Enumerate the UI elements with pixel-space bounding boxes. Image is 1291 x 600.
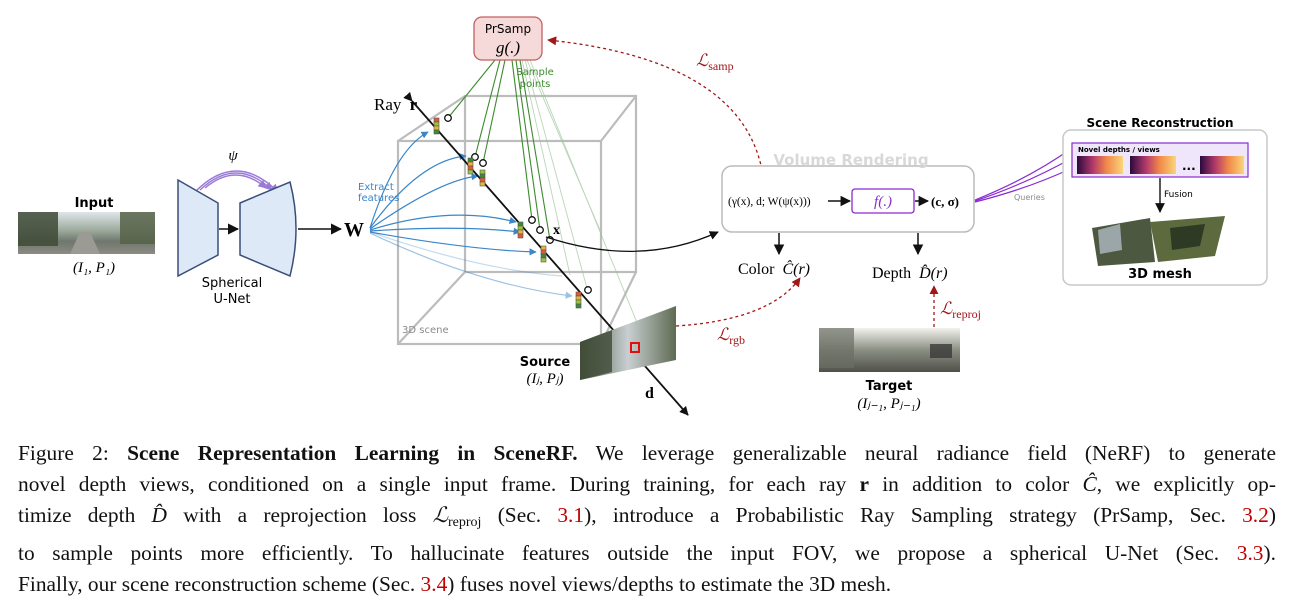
target-title: Target bbox=[866, 379, 913, 394]
loss-samp-arrow bbox=[547, 36, 763, 171]
method-diagram: Input (I₁, P₁) ψ Spherical U-Net W 3D sc… bbox=[18, 16, 1268, 416]
feature-bars bbox=[433, 117, 582, 309]
target-image bbox=[819, 328, 960, 372]
loss-rgb-label: ℒrgb bbox=[717, 325, 745, 347]
vr-f-box bbox=[851, 188, 915, 214]
queries-label: Queries bbox=[1014, 193, 1045, 202]
3d-mesh-image bbox=[1092, 216, 1225, 266]
prsamp-box bbox=[473, 16, 543, 61]
input-image bbox=[18, 212, 155, 254]
volume-rendering-title: Volume Rendering bbox=[773, 151, 928, 169]
target-pose: (Iⱼ₋₁, Pⱼ₋₁) bbox=[857, 396, 920, 412]
caption-prefix: Figure 2: bbox=[18, 441, 128, 465]
caption-text-3h: ), introduce a Probabilistic Ray Samplin… bbox=[584, 503, 1243, 527]
source-image bbox=[580, 306, 676, 380]
psi-symbol: ψ bbox=[228, 148, 238, 164]
caption-text-3f: (Sec. bbox=[481, 503, 558, 527]
caption-text-3c: with a reprojection loss bbox=[167, 503, 433, 527]
scene-reconstruction-title: Scene Reconstruction bbox=[1086, 116, 1233, 130]
caption-line-2: novel depth views, conditioned on a sing… bbox=[18, 469, 1276, 500]
figure-caption: Figure 2: Scene Representation Learning … bbox=[18, 438, 1276, 600]
mesh-label: 3D mesh bbox=[1128, 267, 1192, 282]
caption-text-2c: in addition to color bbox=[869, 472, 1083, 496]
caption-text-1: We leverage generalizable neural radianc… bbox=[577, 441, 1276, 465]
caption-bold-title: Scene Representation Learning in SceneRF… bbox=[127, 441, 578, 465]
caption-text-2e: , we explicitly op- bbox=[1096, 472, 1276, 496]
caption-line-4: to sample points more efficiently. To ha… bbox=[18, 538, 1276, 569]
point-to-render-arrow bbox=[545, 231, 719, 252]
caption-ref-3-3[interactable]: 3.3 bbox=[1236, 541, 1264, 565]
caption-ref-3-2[interactable]: 3.2 bbox=[1242, 503, 1269, 527]
input-title: Input bbox=[75, 196, 114, 211]
fusion-label: Fusion bbox=[1164, 190, 1193, 200]
point-x-label: x bbox=[553, 223, 560, 238]
caption-text-5a: Finally, our scene reconstruction scheme… bbox=[18, 572, 421, 596]
unet-label-line2: U-Net bbox=[213, 292, 250, 307]
psi-skip-arcs bbox=[194, 170, 279, 193]
vr-output: (c, σ) bbox=[931, 194, 959, 209]
caption-math-r: r bbox=[859, 472, 870, 496]
caption-text-5c: ) fuses novel views/depths to estimate t… bbox=[447, 572, 892, 596]
unet-encoder bbox=[177, 178, 219, 278]
unet-label-line1: Spherical bbox=[202, 276, 262, 291]
caption-text-4c: ). bbox=[1263, 541, 1276, 565]
prsamp-func: g(.) bbox=[496, 38, 520, 57]
source-title: Source bbox=[520, 355, 571, 370]
prsamp-title: PrSamp bbox=[485, 22, 531, 36]
loss-reproj-label: ℒreproj bbox=[940, 299, 981, 321]
color-output: Color Ĉ(r) bbox=[738, 259, 810, 278]
caption-ref-3-1[interactable]: 3.1 bbox=[557, 503, 585, 527]
source-pose: (Iⱼ, Pⱼ) bbox=[527, 371, 564, 387]
input-pose: (I₁, P₁) bbox=[73, 260, 115, 276]
vr-input-expr: (γ(x), d; W(ψ(x))) bbox=[728, 196, 811, 208]
caption-text-2a: novel depth views, conditioned on a sing… bbox=[18, 472, 860, 496]
extract-features-line1: Extract bbox=[358, 182, 394, 193]
depth-output: Depth D̂(r) bbox=[872, 263, 948, 282]
sample-points-line1: Sample bbox=[516, 67, 554, 78]
caption-line-5: Finally, our scene reconstruction scheme… bbox=[18, 569, 1276, 600]
caption-line-1: Figure 2: Scene Representation Learning … bbox=[18, 438, 1276, 469]
novel-ellipsis: ... bbox=[1182, 159, 1196, 173]
novel-views-label: Novel depths / views bbox=[1078, 146, 1160, 154]
caption-line-3: timize depth D̂ with a reprojection loss… bbox=[18, 500, 1276, 538]
vr-func: f(.) bbox=[874, 194, 892, 210]
novel-depth-maps bbox=[1077, 156, 1244, 174]
ray-direction-d: d bbox=[645, 385, 654, 402]
caption-text-3j: ) bbox=[1268, 503, 1276, 527]
unet-decoder bbox=[239, 180, 297, 278]
sample-points bbox=[444, 114, 592, 294]
caption-math-l: ℒ bbox=[432, 503, 448, 527]
feature-volume-w: W bbox=[344, 219, 364, 241]
caption-math-dhat: D̂ bbox=[151, 503, 167, 527]
caption-ref-3-4[interactable]: 3.4 bbox=[420, 572, 448, 596]
sample-point-lines-faded bbox=[521, 59, 641, 331]
caption-math-chat: Ĉ bbox=[1082, 472, 1097, 496]
caption-text-3a: timize depth bbox=[18, 503, 152, 527]
caption-text-4a: to sample points more efficiently. To ha… bbox=[18, 541, 1237, 565]
loss-rgb-arrow bbox=[675, 277, 801, 327]
caption-math-reproj: reproj bbox=[447, 515, 482, 530]
extract-features-line2: features bbox=[358, 193, 399, 204]
loss-samp-label: ℒsamp bbox=[696, 51, 734, 73]
scene-label: 3D scene bbox=[402, 325, 449, 336]
ray-label: Ray r bbox=[374, 95, 418, 114]
sample-points-line2: points bbox=[520, 79, 551, 90]
